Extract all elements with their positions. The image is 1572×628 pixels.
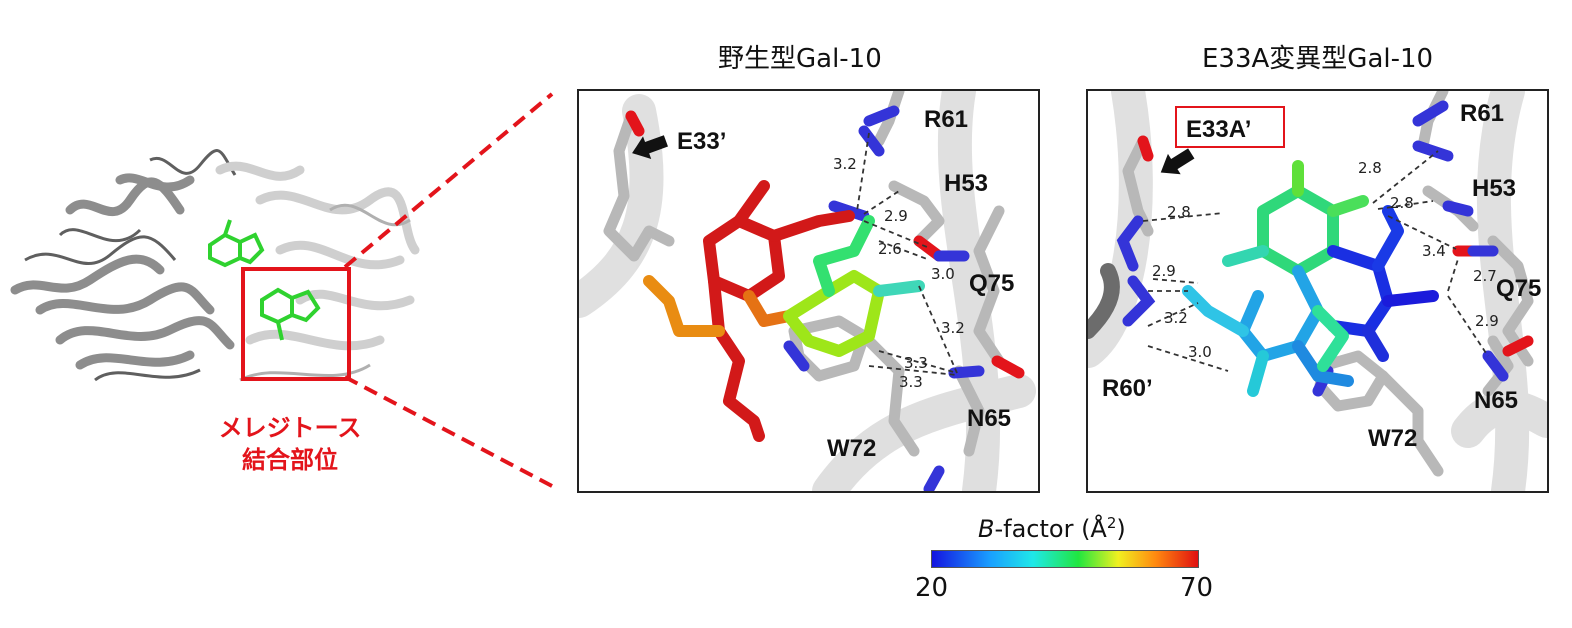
distance-label: 2.6: [878, 240, 902, 258]
residue-label-w72: W72: [827, 435, 876, 462]
distance-label: 3.2: [941, 319, 965, 337]
legend-min-label: 20: [915, 573, 949, 603]
distance-label: 3.0: [931, 265, 955, 283]
residue-label-n65: N65: [967, 405, 1011, 432]
connector-line-bottom: [344, 375, 553, 488]
residue-label-e33a: E33A’: [1186, 116, 1251, 143]
mutant-title: E33A変異型Gal-10: [1202, 44, 1434, 74]
connector-line-top: [343, 92, 554, 269]
wild-type-panel: E33’ R61 H53 Q75 N65 W72 3.2 2.9 2.6 3.0…: [577, 89, 1040, 493]
binding-site-box: [241, 267, 351, 381]
residue-label-r61: R61: [1460, 100, 1504, 127]
distance-label: 2.7: [1473, 267, 1497, 285]
legend-title: B-factor (Å2): [978, 514, 1126, 543]
distance-label: 2.9: [1152, 262, 1176, 280]
ligand-sticks-wild-type: [643, 180, 925, 442]
distance-label: 2.8: [1167, 203, 1191, 221]
legend-title-sup: 2: [1106, 514, 1117, 532]
distance-label: 2.8: [1390, 194, 1414, 212]
distance-label: 2.9: [884, 207, 908, 225]
residue-label-w72: W72: [1368, 425, 1417, 452]
residue-label-e33: E33’: [677, 128, 726, 155]
ligand-stick: [208, 219, 321, 341]
legend-title-text: -factor (Å: [994, 515, 1107, 543]
binding-site-label-line1: メレジトース: [218, 414, 362, 442]
distance-label: 3.0: [1188, 343, 1212, 361]
legend-title-italic: B: [978, 515, 995, 543]
zoom-connectors: [0, 0, 600, 628]
legend-max-label: 70: [1180, 573, 1214, 603]
color-scale-bar: [931, 550, 1199, 568]
arrow-icon: [1160, 148, 1195, 175]
residue-label-q75: Q75: [1496, 275, 1541, 302]
residue-label-n65: N65: [1474, 387, 1518, 414]
distance-label: 3.4: [1422, 242, 1446, 260]
ligand-sticks-mutant: [1182, 160, 1439, 397]
distance-label: 3.3: [904, 354, 928, 372]
distance-label: 2.8: [1358, 159, 1382, 177]
binding-site-label-line2: 結合部位: [242, 446, 338, 474]
distance-label: 3.2: [833, 155, 857, 173]
legend-title-close: ): [1116, 515, 1126, 543]
distance-label: 3.2: [1164, 309, 1188, 327]
residue-label-q75: Q75: [969, 270, 1014, 297]
wild-type-title: 野生型Gal-10: [718, 44, 882, 74]
residue-label-h53: H53: [1472, 175, 1516, 202]
distance-label: 3.3: [899, 373, 923, 391]
binding-site-label: メレジトース 結合部位: [160, 412, 420, 476]
mutation-highlight-box: [1175, 106, 1285, 148]
arrow-icon: [632, 135, 668, 159]
residue-label-r60: R60’: [1102, 375, 1153, 402]
residue-label-r61: R61: [924, 106, 968, 133]
mutant-panel: E33A’ R61 H53 Q75 R60’ N65 W72 2.8 2.8 2…: [1086, 89, 1549, 493]
distance-label: 2.9: [1475, 312, 1499, 330]
residue-label-h53: H53: [944, 170, 988, 197]
